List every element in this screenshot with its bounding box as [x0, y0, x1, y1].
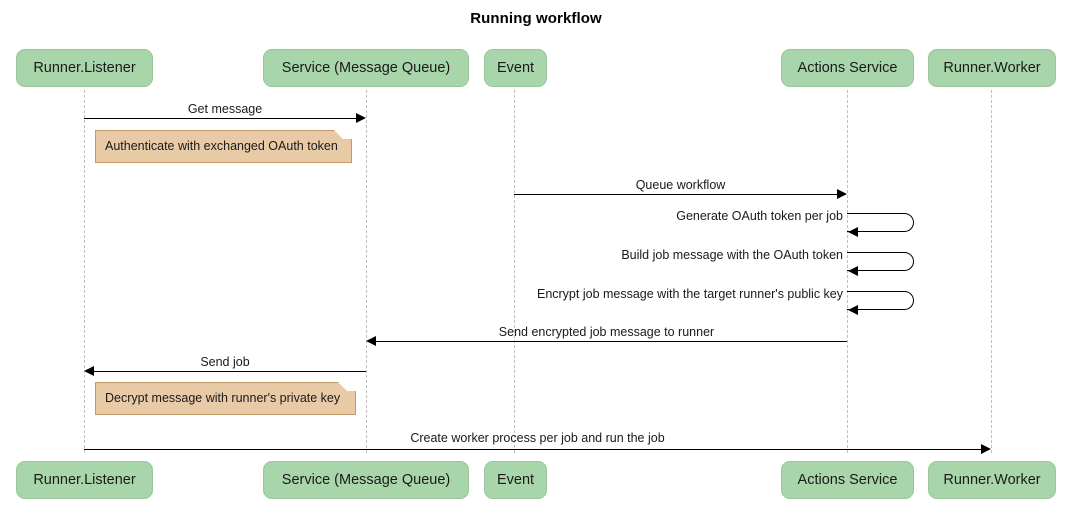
participant-bottom-event[interactable]: Event	[484, 461, 547, 499]
participant-label: Service (Message Queue)	[281, 59, 451, 76]
arrow-head-left-send-job	[84, 365, 94, 376]
diagram-title: Running workflow	[470, 10, 602, 27]
note-fold-corner-icon	[338, 382, 356, 391]
participant-bottom-service-mq[interactable]: Service (Message Queue)	[263, 461, 469, 499]
note-text: Decrypt message with runner's private ke…	[105, 391, 341, 406]
message-label-create-worker: Create worker process per job and run th…	[410, 431, 665, 445]
note-text: Authenticate with exchanged OAuth token	[105, 139, 338, 154]
participant-label: Actions Service	[797, 471, 898, 488]
participant-bottom-actions-service[interactable]: Actions Service	[781, 461, 914, 499]
message-label-queue-workflow: Queue workflow	[635, 178, 726, 192]
self-message-loop-encrypt-message	[847, 291, 914, 310]
self-message-label-encrypt-message: Encrypt job message with the target runn…	[536, 287, 843, 301]
participant-label: Runner.Listener	[33, 471, 136, 488]
participant-top-event[interactable]: Event	[484, 49, 547, 87]
arrow-head-right-create-worker	[981, 443, 991, 454]
message-line-queue-workflow	[514, 194, 837, 195]
note-fold-corner-icon	[334, 130, 352, 139]
message-label-send-job: Send job	[200, 355, 250, 369]
arrow-head-right-get-message	[356, 112, 366, 123]
participant-top-actions-service[interactable]: Actions Service	[781, 49, 914, 87]
message-line-get-message	[84, 118, 356, 119]
participant-label: Service (Message Queue)	[281, 471, 451, 488]
lifeline-service-mq	[366, 90, 367, 453]
lifeline-event	[514, 90, 515, 453]
participant-top-runner-listener[interactable]: Runner.Listener	[16, 49, 153, 87]
message-line-send-job	[94, 371, 366, 372]
participant-top-runner-worker[interactable]: Runner.Worker	[928, 49, 1056, 87]
arrow-head-left-encrypt-message	[848, 304, 858, 315]
self-message-loop-build-message	[847, 252, 914, 271]
lifeline-runner-worker	[991, 90, 992, 453]
self-message-loop-generate-token	[847, 213, 914, 232]
participant-label: Event	[496, 471, 535, 488]
participant-bottom-runner-listener[interactable]: Runner.Listener	[16, 461, 153, 499]
message-line-send-encrypted	[376, 341, 847, 342]
arrow-head-left-build-message	[848, 265, 858, 276]
arrow-head-left-send-encrypted	[366, 335, 376, 346]
participant-label: Runner.Worker	[943, 59, 1041, 76]
participant-label: Event	[496, 59, 535, 76]
note-authenticate: Authenticate with exchanged OAuth token	[95, 130, 352, 163]
note-decrypt: Decrypt message with runner's private ke…	[95, 382, 356, 415]
self-message-label-generate-token: Generate OAuth token per job	[676, 209, 843, 223]
arrow-head-right-queue-workflow	[837, 188, 847, 199]
arrow-head-left-generate-token	[848, 226, 858, 237]
participant-label: Runner.Worker	[943, 471, 1041, 488]
lifeline-runner-listener	[84, 90, 85, 453]
message-label-get-message: Get message	[187, 102, 263, 116]
lifeline-actions-service	[847, 90, 848, 453]
self-message-label-build-message: Build job message with the OAuth token	[621, 248, 843, 262]
participant-bottom-runner-worker[interactable]: Runner.Worker	[928, 461, 1056, 499]
message-line-create-worker	[84, 449, 981, 450]
participant-top-service-mq[interactable]: Service (Message Queue)	[263, 49, 469, 87]
participant-label: Runner.Listener	[33, 59, 136, 76]
participant-label: Actions Service	[797, 59, 898, 76]
message-label-send-encrypted: Send encrypted job message to runner	[498, 325, 715, 339]
